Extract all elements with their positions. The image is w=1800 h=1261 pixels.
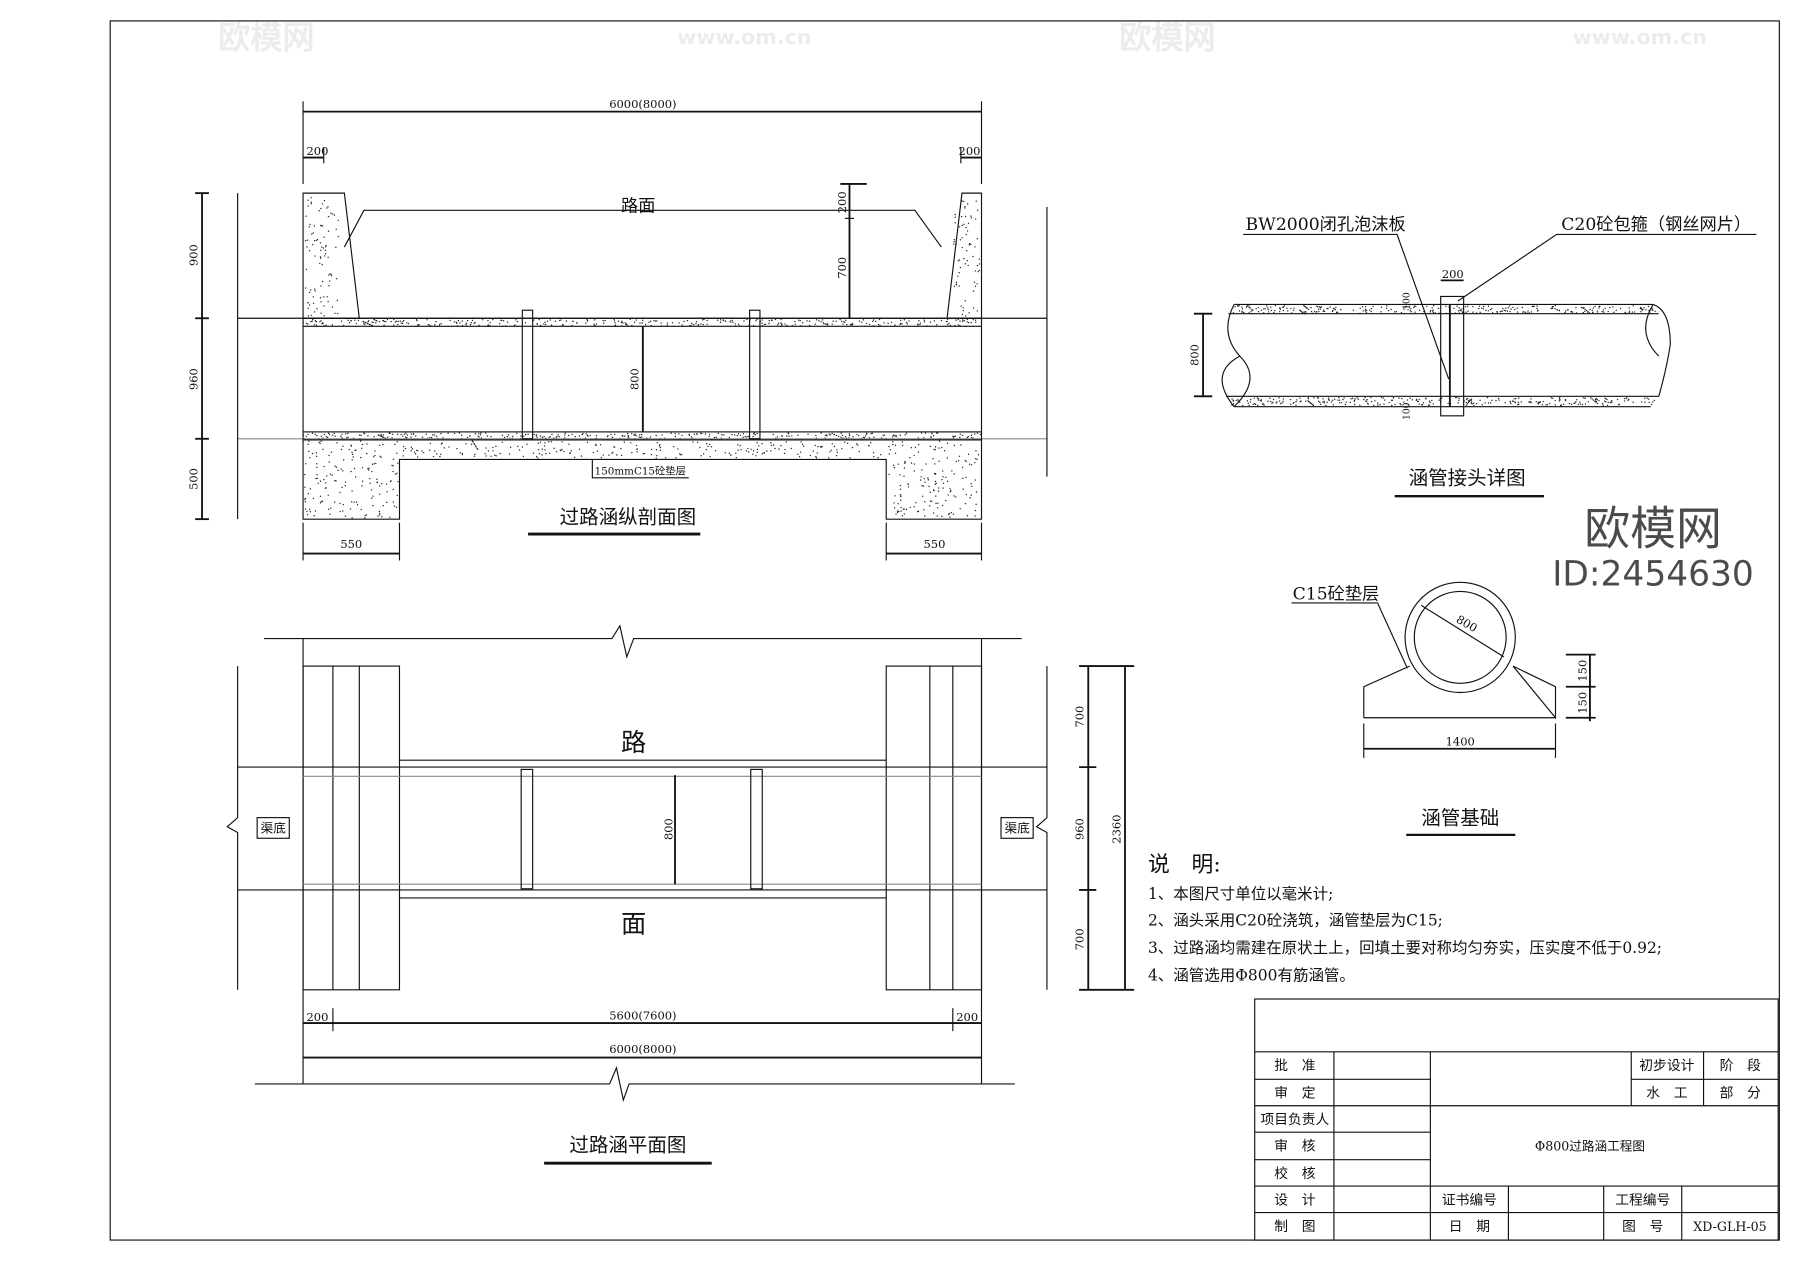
watermark-brand-small: 欧模网	[1119, 18, 1215, 56]
plan-dim-right-total: 2360	[1109, 815, 1123, 844]
joint-dim-pipe: 800	[1187, 344, 1201, 366]
foundation-detail: 800 C15砼垫层 1400 150 150 涵管基础	[1291, 581, 1596, 836]
pipe-inner	[1413, 590, 1507, 684]
note-item: 1、本图尺寸单位以毫米计;	[1148, 884, 1333, 903]
watermark-brand-small: 欧模网	[218, 18, 314, 56]
dim-cover: 700	[835, 257, 849, 279]
note-item: 4、涵管选用Φ800有筋涵管。	[1148, 967, 1355, 985]
pipe-joint	[520, 768, 534, 890]
project-no-label: 工程编号	[1615, 1192, 1670, 1208]
foundation-bedding-label: C15砼垫层	[1293, 585, 1380, 605]
dim-cover-top: 200	[835, 191, 849, 213]
joint-detail: BW2000闭孔泡沫板 C20砼包箍（钢丝网片） 200 100 100 800…	[1187, 215, 1757, 498]
pipe-joint	[750, 768, 763, 890]
concrete-fill	[302, 197, 982, 519]
foundation-title: 涵管基础	[1421, 807, 1499, 830]
plan-title: 过路涵平面图	[569, 1134, 686, 1157]
dim-footing-left: 550	[340, 537, 362, 551]
plan-dim-pipe: 800	[662, 818, 676, 840]
footing	[302, 439, 983, 520]
role-project-lead: 项目负责人	[1260, 1112, 1329, 1128]
role-design: 设 计	[1274, 1192, 1316, 1208]
stage-label: 阶 段	[1720, 1058, 1762, 1074]
plan-dim-wall-right: 200	[956, 1010, 978, 1024]
sheet-border	[109, 20, 1780, 1241]
foundation-dim-h2: 150	[1575, 692, 1589, 714]
left-headwall-plan	[302, 665, 401, 991]
part-value: 水 工	[1646, 1086, 1688, 1102]
title-block: 批 准 审 定 项目负责人 审 核 校 核 设 计 制 图 初步设计 阶 段 水…	[1254, 998, 1779, 1241]
road-label-bottom: 面	[621, 909, 646, 938]
section-title: 过路涵纵剖面图	[560, 506, 697, 529]
plan-dim-right-1: 700	[1073, 706, 1087, 728]
plan-dim-right-3: 700	[1073, 928, 1087, 950]
notes-heading: 说 明:	[1148, 853, 1221, 878]
notes: 说 明: 1、本图尺寸单位以毫米计; 2、涵头采用C20砼浇筑，涵管垫层为C15…	[1148, 853, 1662, 985]
role-draft: 制 图	[1274, 1219, 1315, 1235]
watermark-id: ID:2454630	[1552, 555, 1754, 595]
joint-dim-bottom: 100	[1402, 402, 1413, 420]
plan-dim-right-2: 960	[1073, 818, 1087, 840]
dim-height-2: 960	[186, 368, 200, 390]
watermark-site: www.om.cn	[1573, 25, 1707, 49]
note-item: 2、涵头采用C20砼浇筑，涵管垫层为C15;	[1148, 912, 1443, 930]
watermark: 欧模网 ID:2454630 欧模网 www.om.cn 欧模网 www.om.…	[218, 18, 1754, 594]
joint-title: 涵管接头详图	[1409, 467, 1526, 490]
foundation-dim-width: 1400	[1446, 734, 1475, 748]
watermark-site: www.om.cn	[677, 25, 811, 49]
date-label: 日 期	[1449, 1219, 1490, 1235]
dim-footing-right: 550	[923, 537, 945, 551]
dim-total: 6000(8000)	[609, 97, 676, 111]
stage-value: 初步设计	[1639, 1057, 1694, 1074]
dim-pipe: 800	[627, 368, 641, 390]
plan-dim-wall-left: 200	[307, 1010, 329, 1024]
plan-view: 800 路 面 渠底 渠底 700 960 700 2360 200 5600(…	[226, 624, 1135, 1165]
part-label: 部 分	[1720, 1086, 1762, 1102]
pipe-outer	[1404, 581, 1516, 694]
plan-dim-inner: 5600(7600)	[609, 1009, 676, 1023]
road-label-top: 路	[621, 728, 646, 757]
joint-dim-top: 100	[1402, 292, 1413, 310]
pipe-joint	[749, 309, 761, 440]
road-label: 路面	[621, 196, 655, 216]
drawing-no: XD-GLH-05	[1693, 1219, 1766, 1234]
role-review: 审 核	[1274, 1139, 1316, 1155]
dim-wall-right: 200	[959, 144, 981, 158]
dim-height-3: 500	[186, 468, 200, 490]
drawing-title: Φ800过路涵工程图	[1535, 1139, 1645, 1154]
bedding-label: 150mmC15砼垫层	[595, 464, 686, 477]
role-approve: 批 准	[1274, 1058, 1316, 1074]
joint-dim-collar: 200	[1442, 267, 1464, 281]
watermark-brand: 欧模网	[1584, 501, 1722, 555]
role-check: 校 核	[1274, 1165, 1316, 1182]
drawing-no-label: 图 号	[1622, 1219, 1663, 1235]
foundation-dim-h1: 150	[1575, 660, 1589, 682]
plan-dim-total: 6000(8000)	[609, 1042, 676, 1056]
right-headwall-plan	[885, 665, 983, 991]
cert-label: 证书编号	[1442, 1192, 1497, 1208]
channel-label-left: 渠底	[261, 821, 287, 836]
channel-label-right: 渠底	[1004, 821, 1030, 836]
pipe-joint	[521, 309, 534, 440]
role-authorize: 审 定	[1274, 1086, 1316, 1102]
road-profile	[343, 209, 942, 248]
dim-height-1: 900	[186, 244, 200, 266]
dim-wall-left: 200	[307, 144, 329, 158]
section-view: 路面 150mmC15砼垫层 6000(8000) 200 200 900 96…	[186, 97, 1048, 561]
note-item: 3、过路涵均需建在原状土上，回填土要对称均匀夯实，压实度不低于0.92;	[1148, 939, 1662, 957]
collar-label: C20砼包箍（钢丝网片）	[1561, 215, 1751, 235]
foam-label: BW2000闭孔泡沫板	[1246, 215, 1406, 235]
